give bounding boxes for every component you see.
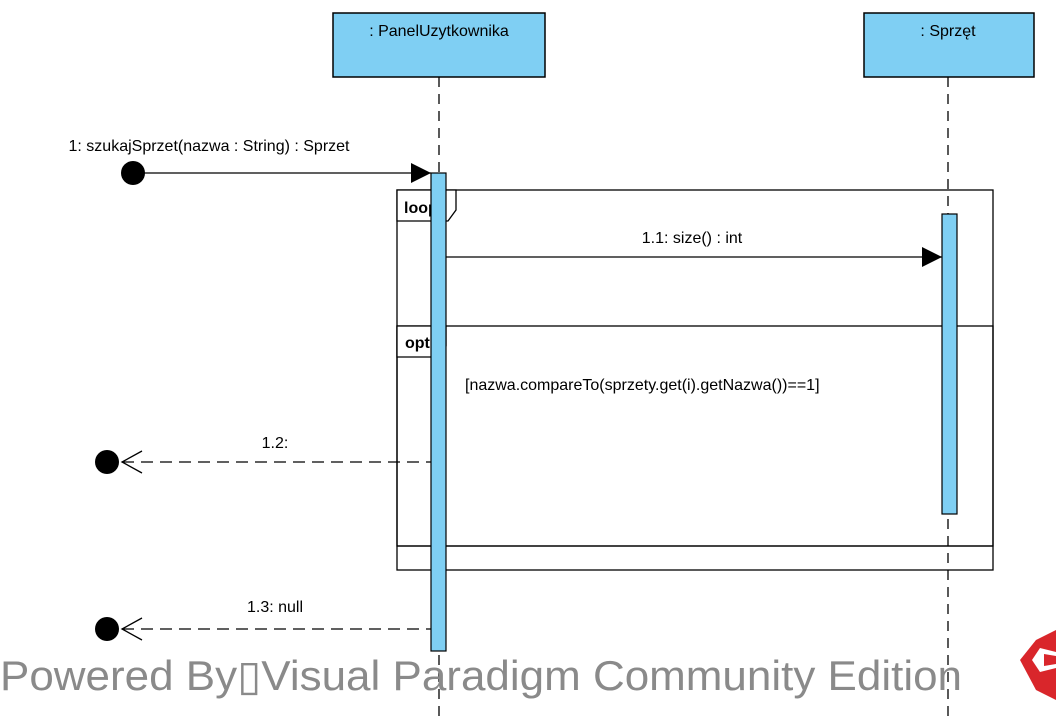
lifeline-head-box[interactable] (863, 12, 1035, 78)
message-1[interactable]: 1: szukajSprzet(nazwa : String) : Sprzet (69, 138, 432, 185)
message-label: 1.1: size() : int (642, 230, 743, 247)
opt-guard: [nazwa.compareTo(sprzety.get(i).getNazwa… (465, 377, 820, 394)
lost-message-dot (95, 450, 119, 474)
message-label: 1.2: (262, 435, 289, 452)
activation-bar-sprzet (941, 213, 958, 515)
message-label: 1.3: null (247, 599, 303, 616)
open-arrowhead (120, 617, 143, 641)
lifeline-sprzet[interactable]: : Sprzęt (863, 12, 1035, 719)
lifeline-label: : PanelUzytkownika (369, 23, 509, 40)
opt-frame (396, 325, 994, 547)
message-1-2[interactable]: 1.2: (95, 435, 431, 474)
lifeline-label: : Sprzęt (920, 23, 976, 40)
lifeline-panel-uzytkownika[interactable]: : PanelUzytkownika (332, 12, 546, 719)
lost-message-dot (95, 617, 119, 641)
watermark-text: Powered By▯Visual Paradigm Community Edi… (0, 652, 962, 699)
lifeline-head-box[interactable] (332, 12, 546, 78)
visual-paradigm-logo-icon (1020, 630, 1056, 700)
opt-tag-label: opt (405, 335, 431, 352)
opt-fragment[interactable]: opt [nazwa.compareTo(sprzety.get(i).getN… (396, 325, 994, 547)
message-label: 1: szukajSprzet(nazwa : String) : Sprzet (69, 138, 351, 155)
open-arrowhead (120, 450, 143, 474)
message-1-3[interactable]: 1.3: null (95, 599, 431, 641)
message-1-1[interactable]: 1.1: size() : int (446, 230, 942, 267)
loop-tag-label: loop (404, 200, 438, 217)
activation-bar-panel (430, 172, 447, 652)
